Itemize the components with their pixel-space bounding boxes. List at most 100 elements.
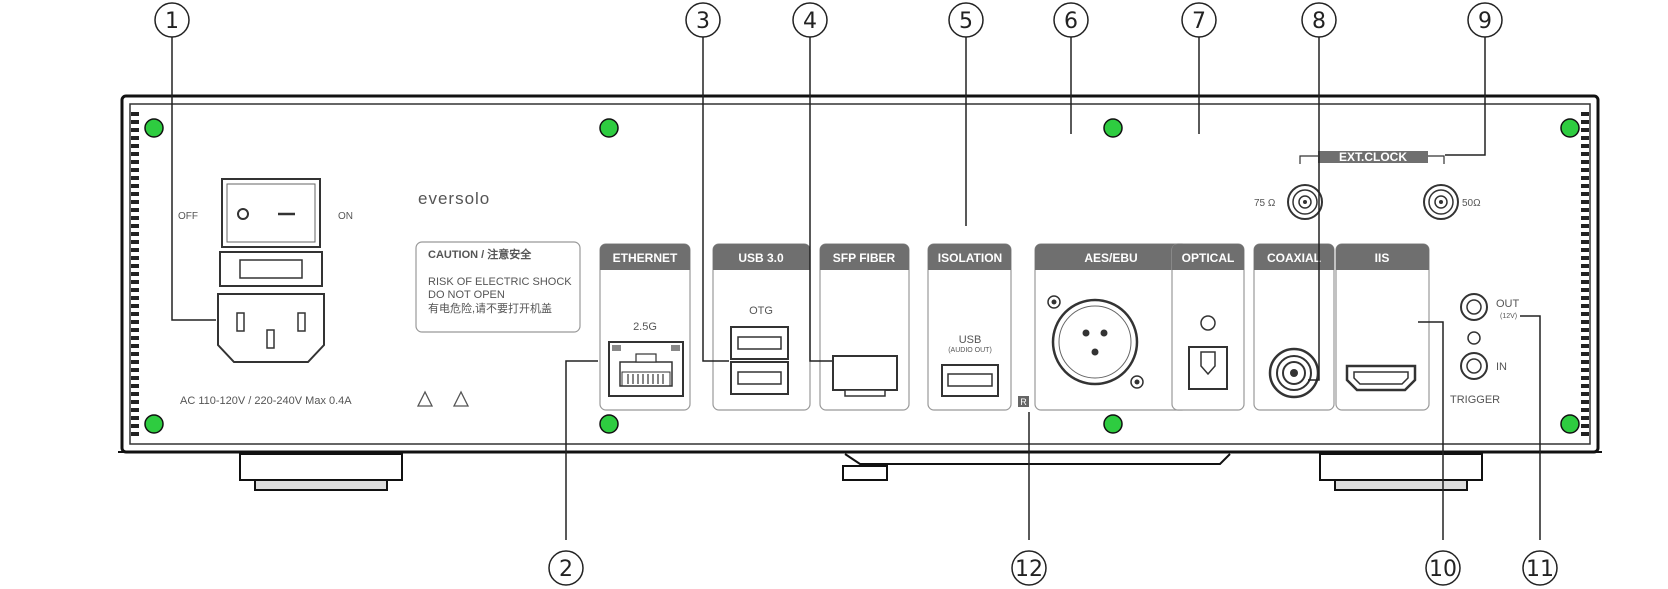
vent-slot: [131, 360, 139, 364]
isolation-audio-out-label: (AUDIO OUT): [948, 347, 992, 354]
vent-slot: [1581, 264, 1589, 268]
svg-text:8: 8: [1312, 9, 1326, 34]
sfp-port[interactable]: [832, 355, 898, 397]
bnc-75-port[interactable]: [1287, 184, 1323, 220]
vent-slot: [1581, 400, 1589, 404]
vent-slot: [131, 240, 139, 244]
vent-slot: [131, 152, 139, 156]
vent-slot: [131, 272, 139, 276]
coaxial-port[interactable]: [1268, 347, 1320, 399]
vent-slot: [131, 424, 139, 428]
vent-slot: [131, 296, 139, 300]
svg-text:6: 6: [1064, 9, 1078, 34]
vent-slot: [1581, 208, 1589, 212]
isolation-usb-label: USB: [959, 334, 982, 346]
usb3-otg-label: OTG: [749, 305, 773, 317]
vent-slot: [1581, 112, 1589, 116]
callout-12: 12: [1011, 550, 1047, 586]
ethernet-speed: 2.5G: [633, 321, 657, 333]
power-switch[interactable]: [221, 178, 321, 248]
vent-slot: [131, 288, 139, 292]
caution-label: CAUTION / 注意安全 RISK OF ELECTRIC SHOCK DO…: [415, 241, 581, 333]
vent-slot: [131, 384, 139, 388]
xlr-port[interactable]: [1047, 295, 1144, 389]
vent-slot: [1581, 128, 1589, 132]
vent-slot: [1581, 384, 1589, 388]
sfp-header: SFP FIBER: [833, 251, 896, 265]
vent-slot: [1581, 184, 1589, 188]
coaxial-panel: COAXIAL: [1253, 243, 1335, 411]
svg-text:11: 11: [1526, 557, 1554, 582]
screw: [1560, 414, 1580, 434]
vent-slot: [1581, 272, 1589, 276]
callout-7: 7: [1181, 2, 1217, 38]
vent-slot: [1581, 368, 1589, 372]
usb3-port-bottom[interactable]: [730, 361, 789, 395]
left-vent: [131, 112, 139, 436]
vent-slot: [1581, 392, 1589, 396]
vent-slot: [1581, 288, 1589, 292]
callout-9: 9: [1467, 2, 1503, 38]
warning-icon: [452, 390, 470, 407]
iis-panel: IIS: [1335, 243, 1430, 411]
vent-slot: [131, 168, 139, 172]
vent-slot: [1581, 360, 1589, 364]
vent-slot: [1581, 312, 1589, 316]
vent-slot: [131, 128, 139, 132]
vent-slot: [131, 208, 139, 212]
callout-2: 2: [548, 550, 584, 586]
trigger-out-label: OUT: [1496, 298, 1520, 310]
trigger-out-voltage: (12V): [1500, 313, 1517, 320]
isolation-usb-port[interactable]: [941, 364, 999, 397]
vent-slot: [1581, 328, 1589, 332]
vent-slot: [131, 232, 139, 236]
svg-text:12: 12: [1015, 557, 1043, 582]
optical-port[interactable]: [1188, 346, 1228, 390]
left-foot: [239, 453, 403, 491]
vent-slot: [1581, 216, 1589, 220]
vent-slot: [131, 264, 139, 268]
callout-1: 1: [154, 2, 190, 38]
right-foot: [1319, 453, 1483, 491]
callout-11: 11: [1522, 550, 1558, 586]
optical-header: OPTICAL: [1182, 251, 1235, 265]
vent-slot: [1581, 192, 1589, 196]
vent-slot: [1581, 120, 1589, 124]
ethernet-port[interactable]: [608, 341, 684, 397]
callout-3: 3: [685, 2, 721, 38]
vent-slot: [1581, 248, 1589, 252]
svg-text:7: 7: [1192, 9, 1206, 34]
vent-slot: [131, 408, 139, 412]
ethernet-header: ETHERNET: [613, 251, 678, 265]
usb3-port-top[interactable]: [730, 326, 789, 360]
aes-ebu-panel: AES/EBU: [1034, 243, 1189, 411]
screw: [1103, 118, 1123, 138]
vent-slot: [131, 368, 139, 372]
trigger-label: TRIGGER: [1450, 394, 1500, 406]
iec-power-inlet[interactable]: [217, 293, 325, 363]
vent-slot: [1581, 144, 1589, 148]
vent-slot: [131, 432, 139, 436]
caution-line-3: 有电危险,请不要打开机盖: [428, 301, 552, 315]
trigger-out-jack[interactable]: [1460, 293, 1488, 321]
vent-slot: [1581, 240, 1589, 244]
sfp-panel: SFP FIBER: [819, 243, 910, 411]
callout-10: 10: [1425, 550, 1461, 586]
callouts: 1 3 4 5 6 7 8 9 2 12 10 11: [154, 2, 1558, 586]
optical-panel: OPTICAL: [1171, 243, 1245, 411]
on-label: ON: [338, 211, 353, 222]
bnc-50-port[interactable]: [1423, 184, 1459, 220]
vent-slot: [1581, 280, 1589, 284]
vent-slot: [1581, 376, 1589, 380]
vent-slot: [131, 176, 139, 180]
screw: [1560, 118, 1580, 138]
vent-slot: [1581, 224, 1589, 228]
vent-slot: [1581, 296, 1589, 300]
iis-hdmi-port[interactable]: [1345, 364, 1417, 392]
optical-led: [1200, 315, 1216, 331]
callout-8: 8: [1301, 2, 1337, 38]
vent-slot: [1581, 416, 1589, 420]
ext-clock-section: EXT.CLOCK 75 Ω 50Ω: [1254, 150, 1481, 220]
vent-slot: [131, 200, 139, 204]
trigger-in-jack[interactable]: [1460, 352, 1488, 380]
